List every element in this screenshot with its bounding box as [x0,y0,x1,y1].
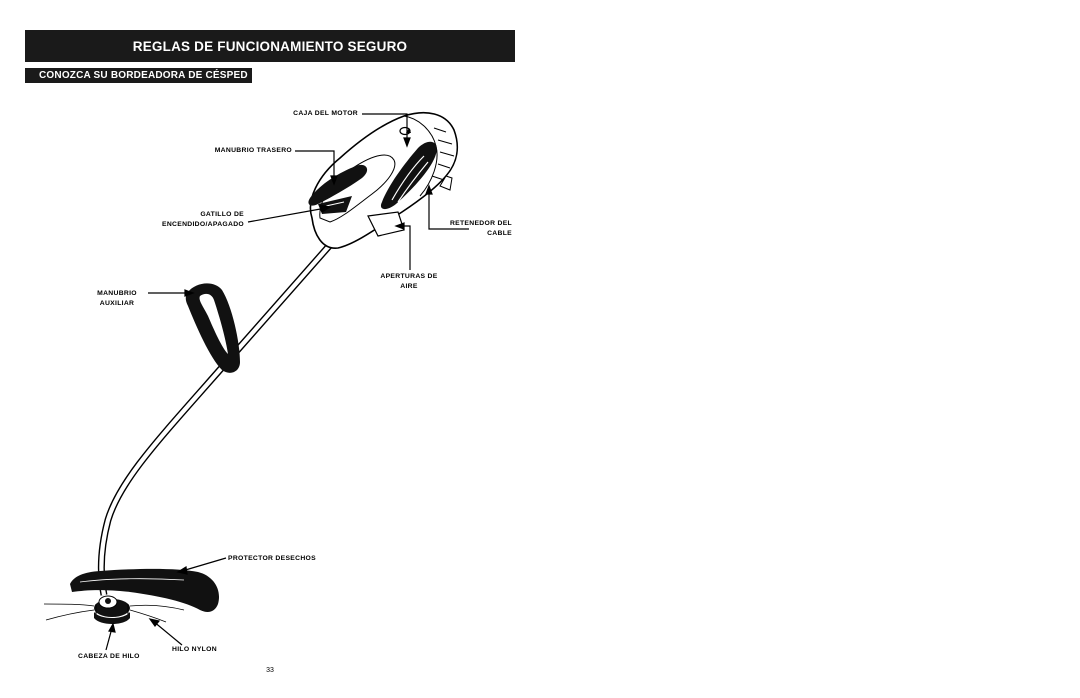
cord-retainer [367,211,405,237]
nylon-line [43,603,185,623]
label-string-head: CABEZA DE HILO [78,653,140,660]
string-head [94,595,130,624]
subsection-title-bar: CONOZCA SU BORDEADORA DE CÉSPED [25,68,252,83]
label-auxiliary-handle-line2: AUXILIAR [99,300,135,307]
trimmer-shaft [97,242,333,596]
label-air-vents: APERTURAS DE AIRE [370,272,448,292]
section-title-bar: REGLAS DE FUNCIONAMIENTO SEGURO [25,30,515,62]
label-cord-retainer-line2: CABLE [487,230,512,237]
label-cord-retainer: RETENEDOR DEL CABLE [430,219,512,239]
label-trigger: GATILLO DE ENCENDIDO/APAGADO [130,210,244,230]
label-trigger-line2: ENCENDIDO/APAGADO [161,221,244,228]
label-debris-shield: PROTECTOR DESECHOS [228,555,316,562]
label-trigger-line1: GATILLO DE [200,211,244,218]
debris-shield [70,568,220,613]
auxiliary-handle [185,283,240,373]
label-auxiliary-handle: MANUBRIO AUXILIAR [88,289,146,309]
label-nylon-line: HILO NYLON [172,646,217,653]
page-number: 33 [266,667,274,674]
label-motor-housing: CAJA DEL MOTOR [293,110,358,117]
label-rear-handle: MANUBRIO TRASERO [214,147,292,154]
label-air-vents-line2: AIRE [400,283,418,290]
label-air-vents-line1: APERTURAS DE [380,273,438,280]
leader-lines [105,113,469,651]
subsection-title: CONOZCA SU BORDEADORA DE CÉSPED [39,70,248,81]
label-cord-retainer-line1: RETENEDOR DEL [449,220,512,227]
section-title: REGLAS DE FUNCIONAMIENTO SEGURO [132,38,408,54]
rear-handle [308,164,368,206]
label-auxiliary-handle-line1: MANUBRIO [97,290,137,297]
air-vents [380,141,437,210]
